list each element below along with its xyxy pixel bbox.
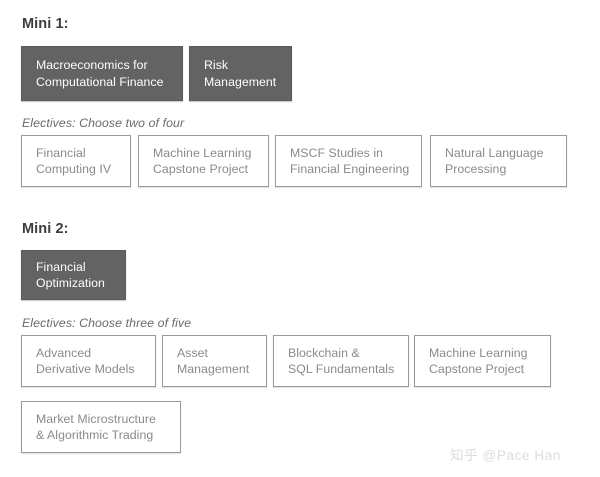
section-title-mini-2: Mini 2: (22, 221, 69, 237)
course-label: Machine Learning Capstone Project (429, 345, 528, 376)
course-box-risk-management[interactable]: Risk Management (189, 46, 292, 101)
course-box-machine-learning-capstone-project-mini2[interactable]: Machine Learning Capstone Project (414, 335, 551, 387)
course-box-asset-management[interactable]: Asset Management (162, 335, 267, 387)
course-label: Market Microstructure & Algorithmic Trad… (36, 411, 156, 442)
course-label: MSCF Studies in Financial Engineering (290, 145, 410, 176)
course-label: Asset Management (177, 345, 250, 376)
course-label: Machine Learning Capstone Project (153, 145, 252, 176)
course-box-natural-language-processing[interactable]: Natural Language Processing (430, 135, 567, 187)
course-box-market-microstructure-and-algorithmic-trading[interactable]: Market Microstructure & Algorithmic Trad… (21, 401, 181, 453)
course-box-machine-learning-capstone-project-mini1[interactable]: Machine Learning Capstone Project (138, 135, 269, 187)
course-box-mscf-studies-in-financial-engineering[interactable]: MSCF Studies in Financial Engineering (275, 135, 422, 187)
watermark-zhihu-pace-han: 知乎 @Pace Han (450, 448, 561, 463)
course-label: Financial Computing IV (36, 145, 112, 176)
course-box-blockchain-and-sql-fundamentals[interactable]: Blockchain & SQL Fundamentals (273, 335, 409, 387)
course-label: Risk Management (204, 58, 277, 89)
course-box-advanced-derivative-models[interactable]: Advanced Derivative Models (21, 335, 156, 387)
electives-label-mini-2: Electives: Choose three of five (22, 316, 192, 330)
section-title-mini-1: Mini 1: (22, 16, 69, 32)
course-box-financial-optimization[interactable]: Financial Optimization (21, 250, 126, 300)
course-label: Advanced Derivative Models (36, 345, 135, 376)
course-label: Financial Optimization (36, 259, 105, 290)
course-label: Blockchain & SQL Fundamentals (288, 345, 395, 376)
course-label: Macroeconomics for Computational Finance (36, 58, 164, 89)
course-box-financial-computing-iv[interactable]: Financial Computing IV (21, 135, 131, 187)
course-label: Natural Language Processing (445, 145, 544, 176)
course-box-macroeconomics-for-computational-finance[interactable]: Macroeconomics for Computational Finance (21, 46, 183, 101)
electives-label-mini-1: Electives: Choose two of four (22, 116, 185, 130)
